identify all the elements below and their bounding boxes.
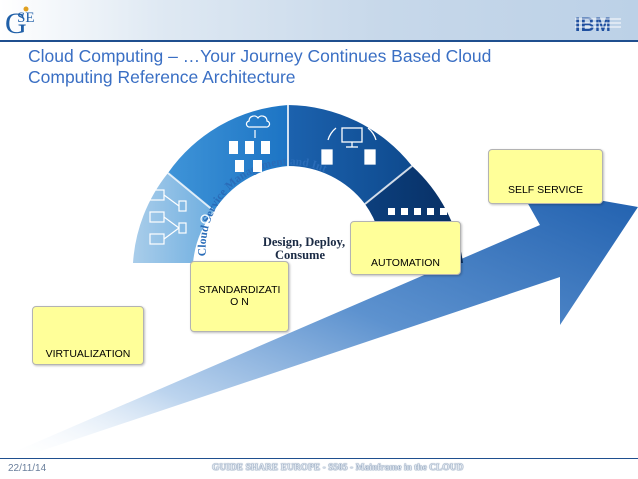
note-virtualization: VIRTUALIZATION (32, 306, 144, 365)
slide-title: Cloud Computing – …Your Journey Continue… (28, 46, 588, 88)
ibm-logo-text: IBM (575, 15, 611, 34)
wheel-segment-automation (288, 105, 412, 204)
workflow-icon (149, 189, 210, 245)
header-rule (0, 40, 638, 42)
footer-text: GUIDE SHARE EUROPE - S505 - Mainframe in… (212, 463, 464, 473)
monitor-buildings-icon (321, 127, 377, 165)
note-automation: AUTOMATION (350, 221, 461, 275)
footer-rule (0, 458, 638, 459)
cloud-servers-icon (229, 115, 271, 172)
journey-arrow (0, 186, 638, 458)
gse-logo-g: G (5, 7, 27, 36)
ibm-logo: IBM (575, 15, 621, 34)
wheel-inner-ring (193, 185, 383, 263)
wheel-segment-standardization (168, 105, 288, 211)
slide-title-line2: Computing Reference Architecture (28, 67, 296, 87)
note-standardization-label: STANDARDIZATIO N (198, 284, 281, 308)
note-automation-label: AUTOMATION (370, 257, 441, 269)
slide-title-line1: Cloud Computing – …Your Journey Continue… (28, 46, 492, 66)
note-standardization: STANDARDIZATIO N (190, 261, 289, 332)
gse-logo-se: SE (17, 10, 35, 26)
wheel-hub (216, 206, 360, 263)
note-virtualization-label: VIRTUALIZATION (45, 348, 131, 360)
footer-date: 22/11/14 (8, 463, 47, 474)
hub-line2: Consume (275, 248, 325, 262)
note-self-service: SELF SERVICE (488, 149, 603, 204)
services-icons-row (388, 208, 462, 215)
hub-line1: Design, Deploy, (263, 235, 345, 249)
note-self-service-label: SELF SERVICE (507, 184, 584, 196)
gse-logo: G SE (5, 6, 35, 36)
header-band (0, 0, 638, 40)
